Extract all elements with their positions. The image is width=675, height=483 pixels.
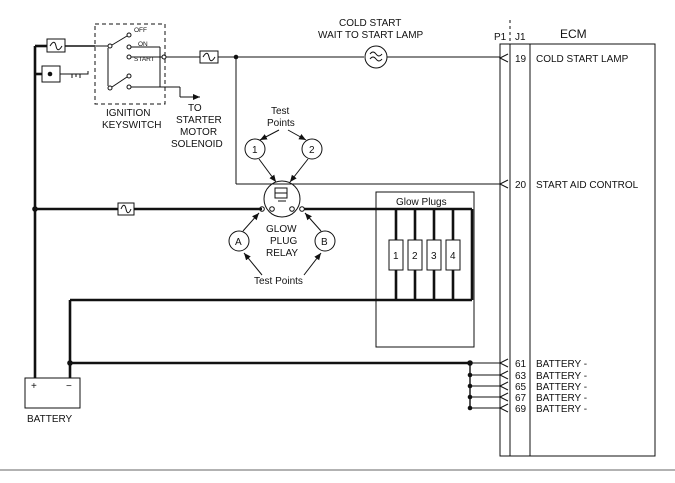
- starter-label-line3: MOTOR: [180, 127, 217, 138]
- lamp-icon: [364, 45, 388, 69]
- relay-icon: [263, 180, 301, 218]
- keyswitch-position-start: START: [134, 56, 155, 63]
- glow-plug-3: [426, 239, 442, 271]
- test-point-2[interactable]: [301, 138, 323, 160]
- relay-label-line1: GLOW: [266, 224, 297, 235]
- test-points-top-line2: Points: [267, 118, 295, 129]
- test-points-bottom: A B Test Points: [228, 212, 336, 287]
- battery-body: [24, 377, 81, 409]
- pin-number: 19: [515, 54, 527, 65]
- svg-text:3: 3: [431, 251, 437, 262]
- battery-positive-terminal: +: [31, 381, 37, 392]
- pin-label: COLD START LAMP: [536, 54, 629, 65]
- keyswitch-position-on: ON: [138, 41, 148, 48]
- svg-text:A: A: [235, 237, 242, 248]
- connector-chevrons: [498, 53, 509, 413]
- glow-plugs: Glow Plugs 1 2 3 4: [375, 191, 475, 348]
- ignition-keyswitch: OFF ON START IGNITION KEYSWITCH TO START…: [41, 23, 223, 150]
- lamp-label-line2: WAIT TO START LAMP: [318, 30, 424, 41]
- splice-dot: [32, 206, 38, 212]
- svg-text:4: 4: [450, 251, 456, 262]
- glow-plug-4: [445, 239, 461, 271]
- pin-label: BATTERY -: [536, 404, 587, 415]
- pin-label: BATTERY -: [536, 371, 587, 382]
- pin-number: 69: [515, 404, 527, 415]
- ecm-module: ECM P1 J1 19 COLD START LAMP 20 START AI…: [494, 20, 656, 457]
- test-points-top-line1: Test: [271, 106, 290, 117]
- pin-number: 20: [515, 180, 527, 191]
- pin-label: BATTERY -: [536, 359, 587, 370]
- keyswitch-label-line2: KEYSWITCH: [102, 120, 161, 131]
- relay-label-line2: PLUG: [270, 236, 297, 247]
- battery-negative-terminal: −: [66, 381, 72, 392]
- lamp-label-line1: COLD START: [339, 18, 401, 29]
- battery: + − BATTERY: [24, 377, 81, 425]
- connector-j1-label: J1: [515, 32, 526, 43]
- starter-label-line2: STARTER: [176, 115, 222, 126]
- fuse-icon: [117, 202, 135, 216]
- glow-plug-relay: GLOW PLUG RELAY: [259, 180, 305, 259]
- pin-label: BATTERY -: [536, 382, 587, 393]
- splice-dot: [467, 405, 473, 411]
- pin-number: 61: [515, 359, 527, 370]
- starter-label-line1: TO: [188, 103, 202, 114]
- svg-text:B: B: [321, 237, 328, 248]
- glow-plug-2: [407, 239, 423, 271]
- battery-label: BATTERY: [27, 414, 73, 425]
- splice-dot: [467, 383, 473, 389]
- cold-start-lamp: COLD START WAIT TO START LAMP: [318, 18, 424, 69]
- starter-label-line4: SOLENOID: [171, 139, 223, 150]
- test-points-top: Test Points 1 2: [244, 106, 323, 183]
- svg-text:1: 1: [393, 251, 399, 262]
- splice-dot: [467, 394, 473, 400]
- connector-p1-label: P1: [494, 32, 507, 43]
- splice-dot: [67, 360, 73, 366]
- glow-plugs-box: [375, 191, 475, 348]
- test-point-1[interactable]: [244, 138, 266, 160]
- splice-dot: [467, 372, 473, 378]
- relay-label-line3: RELAY: [266, 248, 298, 259]
- pin-label: BATTERY -: [536, 393, 587, 404]
- svg-text:2: 2: [412, 251, 418, 262]
- test-point-b[interactable]: [314, 230, 336, 252]
- keyswitch-boundary: [94, 23, 166, 105]
- ecm-title: ECM: [560, 27, 587, 41]
- pin-number: 67: [515, 393, 527, 404]
- ecm-body: [509, 43, 656, 457]
- pin-label: START AID CONTROL: [536, 180, 639, 191]
- test-points-bottom-label: Test Points: [254, 276, 303, 287]
- svg-text:1: 1: [252, 145, 258, 156]
- svg-text:2: 2: [309, 145, 315, 156]
- keyswitch-label-line1: IGNITION: [106, 108, 150, 119]
- keyswitch-position-off: OFF: [134, 27, 147, 34]
- glow-plugs-title: Glow Plugs: [396, 197, 447, 208]
- pin-number: 63: [515, 371, 527, 382]
- pin-number: 65: [515, 382, 527, 393]
- test-point-a[interactable]: [228, 230, 250, 252]
- glow-plug-1: [388, 239, 404, 271]
